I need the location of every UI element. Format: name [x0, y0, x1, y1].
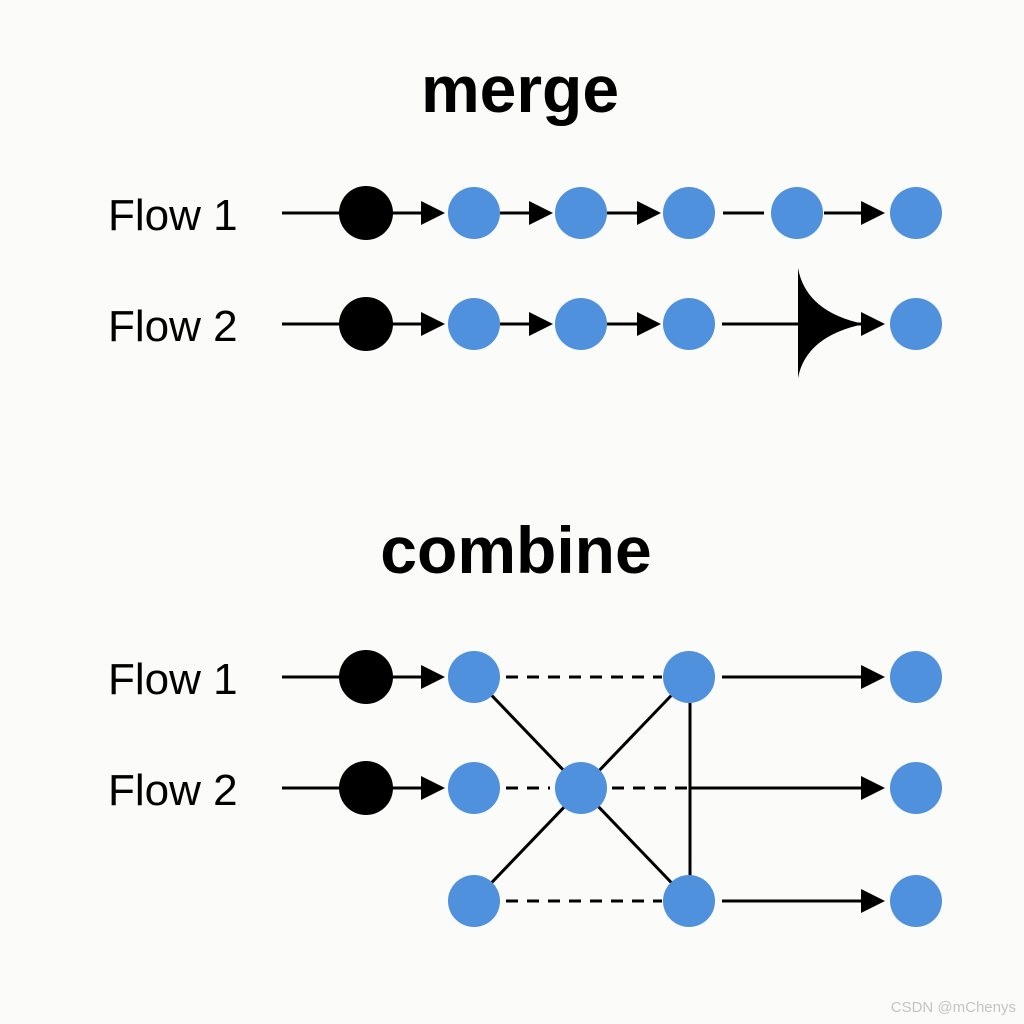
- combine-bottom-right-node: [663, 875, 715, 927]
- merge-flow1-event-node: [555, 187, 607, 239]
- merge-flow2-event-node: [555, 298, 607, 350]
- combine-flow2-source-node: [339, 761, 393, 815]
- merge-flow2-label: Flow 2: [108, 302, 238, 351]
- combine-top-right-node: [663, 651, 715, 703]
- merge-flow1-event-node: [663, 187, 715, 239]
- combine-title: combine: [380, 513, 651, 587]
- merge-flow2-event-node: [448, 298, 500, 350]
- combine-flow2-label: Flow 2: [108, 766, 238, 815]
- combine-extra-event-node: [448, 875, 500, 927]
- combine-flow2-event-node: [448, 762, 500, 814]
- combine-flow1-label: Flow 1: [108, 655, 238, 704]
- combine-section: combine Flow 1 Flow 2: [108, 513, 942, 927]
- combine-output-node-bottom: [890, 875, 942, 927]
- merge-flow1-output-node: [890, 187, 942, 239]
- merge-section: merge Flow 1 Flow 2: [108, 52, 942, 378]
- combine-output-node-middle: [890, 762, 942, 814]
- merge-flow1-event-node: [771, 187, 823, 239]
- merge-flow2-event-node: [663, 298, 715, 350]
- combine-center-node: [555, 762, 607, 814]
- merge-flow1-event-node: [448, 187, 500, 239]
- combine-output-node-top: [890, 651, 942, 703]
- merge-flow2-output-node: [890, 298, 942, 350]
- merge-flow1-source-node: [339, 186, 393, 240]
- merge-flow1-label: Flow 1: [108, 191, 238, 240]
- combine-flow1-event-node: [448, 651, 500, 703]
- merge-title: merge: [421, 52, 619, 126]
- merge-funnel-icon: [798, 268, 864, 378]
- combine-flow1-source-node: [339, 650, 393, 704]
- merge-flow2-source-node: [339, 297, 393, 351]
- watermark-text: CSDN @mChenys: [891, 999, 1016, 1016]
